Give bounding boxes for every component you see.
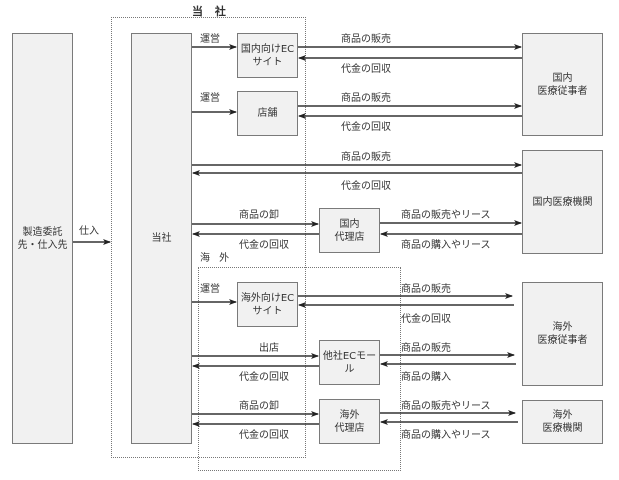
label-sale-lease-overseas: 商品の販売やリース — [401, 401, 491, 412]
domestic-institutions-node: 国内医療機関 — [522, 150, 603, 254]
label-sale-direct: 商品の販売 — [341, 152, 391, 163]
domestic-ec-site-node: 国内向けEC サイト — [237, 33, 298, 78]
overseas-frame — [198, 267, 401, 471]
domestic-practitioners-node: 国内 医療従事者 — [522, 33, 603, 136]
label-wholesale-domestic: 商品の卸 — [239, 210, 279, 221]
label-operate-store: 運営 — [200, 93, 220, 104]
domestic-agent-node: 国内 代理店 — [319, 208, 380, 253]
overseas-institutions-node: 海外 医療機関 — [522, 400, 603, 444]
label-open-store: 出店 — [259, 343, 279, 354]
label-collect-overseas-ec: 代金の回収 — [401, 314, 451, 325]
store-node: 店舗 — [237, 91, 298, 136]
label-collect-mall: 代金の回収 — [239, 372, 289, 383]
supplier-node: 製造委託 先・仕入先 — [12, 33, 73, 444]
label-collect-overseas-agent: 代金の回収 — [239, 430, 289, 441]
overseas-agent-node: 海外 代理店 — [319, 399, 380, 444]
overseas-ec-site-node: 海外向けEC サイト — [237, 282, 298, 327]
label-sale-store: 商品の販売 — [341, 93, 391, 104]
label-wholesale-overseas: 商品の卸 — [239, 401, 279, 412]
label-operate-overseas-ec: 運営 — [200, 284, 220, 295]
label-collect-domestic-agent: 代金の回収 — [239, 240, 289, 251]
label-collect-store: 代金の回収 — [341, 122, 391, 133]
overseas-frame-title: 海 外 — [200, 253, 233, 264]
company-frame-title: 当 社 — [192, 5, 230, 18]
label-collect-direct: 代金の回収 — [341, 181, 391, 192]
label-buy-lease-overseas: 商品の購入やリース — [401, 430, 491, 441]
label-sale-lease-domestic: 商品の販売やリース — [401, 210, 491, 221]
label-collect-domestic-ec: 代金の回収 — [341, 64, 391, 75]
other-ec-mall-node: 他社ECモー ル — [319, 340, 380, 385]
label-operate-domestic-ec: 運営 — [200, 34, 220, 45]
label-sale-mall: 商品の販売 — [401, 343, 451, 354]
company-frame — [111, 17, 306, 458]
label-sale-domestic-ec: 商品の販売 — [341, 34, 391, 45]
label-buy-lease-domestic: 商品の購入やリース — [401, 240, 491, 251]
overseas-practitioners-node: 海外 医療従事者 — [522, 282, 603, 386]
label-buy-mall: 商品の購入 — [401, 372, 451, 383]
company-node: 当社 — [131, 33, 192, 444]
label-purchase: 仕入 — [79, 226, 99, 237]
label-sale-overseas-ec: 商品の販売 — [401, 284, 451, 295]
